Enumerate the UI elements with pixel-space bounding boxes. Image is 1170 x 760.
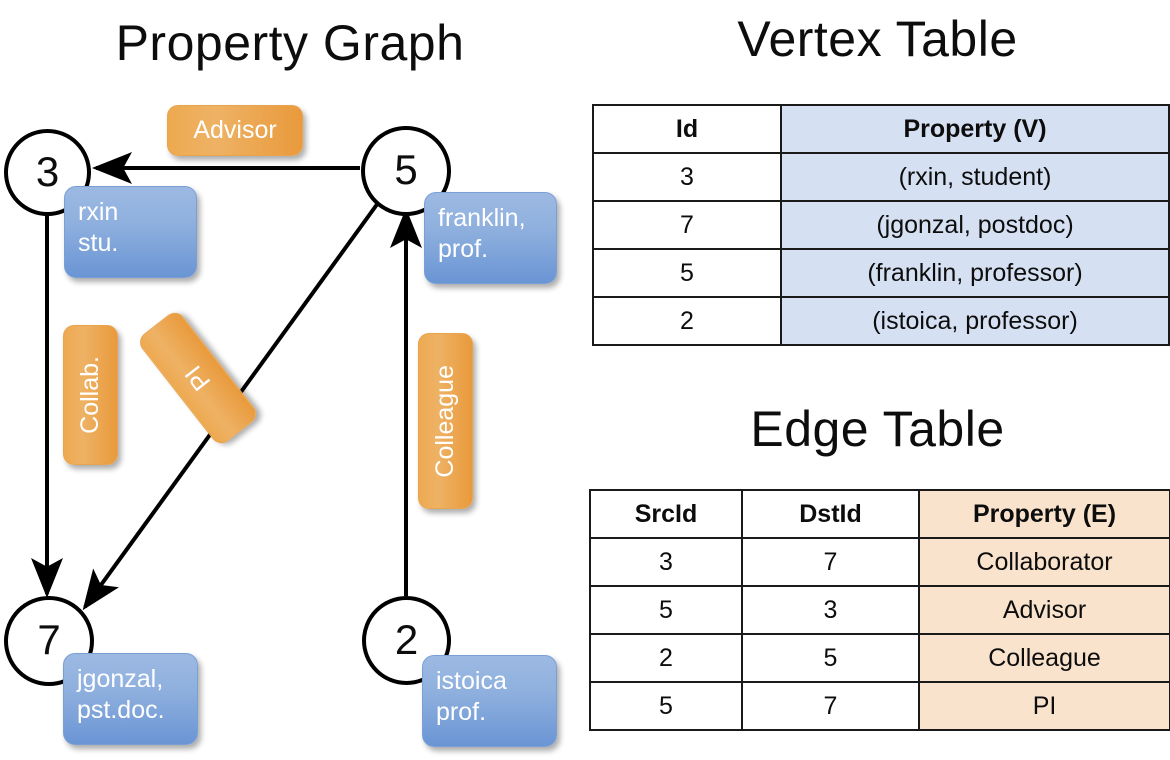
graph-node-2-label: 2 <box>394 615 419 663</box>
vertex-row-3-property: (istoica, professor) <box>780 296 1170 346</box>
node-property-franklin-line1: franklin, <box>438 204 526 232</box>
edge-property-pi-label: PI <box>179 360 216 397</box>
edge-row-3-src: 5 <box>589 681 743 731</box>
table-row[interactable]: 2 5 Colleague <box>589 633 1170 683</box>
edge-row-0-property: Collaborator <box>918 537 1170 587</box>
node-property-box-rxin: rxin stu. <box>64 186 197 278</box>
edge-table: SrcId DstId Property (E) 3 7 Collaborato… <box>589 489 1170 731</box>
graph-node-3-label: 3 <box>35 147 60 195</box>
edge-row-1-src: 5 <box>589 585 743 635</box>
graph-node-2[interactable]: 2 <box>362 596 451 685</box>
vertex-row-1-property: (jgonzal, postdoc) <box>780 200 1170 250</box>
node-property-box-jgonzal: jgonzal, pst.doc. <box>63 653 198 745</box>
edge-row-0-src: 3 <box>589 537 743 587</box>
table-row[interactable]: 5 7 PI <box>589 681 1170 731</box>
table-row[interactable]: 5 3 Advisor <box>589 585 1170 635</box>
vertex-row-2-id: 5 <box>592 248 782 298</box>
node-property-box-istoica: istoica prof. <box>422 655 557 747</box>
node-property-jgonzal-line2: pst.doc. <box>77 695 165 724</box>
table-row[interactable]: 2 (istoica, professor) <box>592 296 1170 346</box>
vertex-table-header-property: Property (V) <box>780 104 1170 154</box>
edge-table-header-row: SrcId DstId Property (E) <box>589 489 1170 539</box>
edge-table-header-property: Property (E) <box>918 489 1170 539</box>
property-graph-diagram: 3 5 7 2 rxin stu. franklin, prof. jgonza… <box>4 105 557 747</box>
edge-row-1-dst: 3 <box>741 585 920 635</box>
node-property-franklin-line2: prof. <box>438 234 489 263</box>
graph-node-5[interactable]: 5 <box>361 126 451 216</box>
vertex-row-2-property: (franklin, professor) <box>780 248 1170 298</box>
section-title-edge-table: Edge Table <box>750 401 1005 457</box>
page-title-property-graph: Property Graph <box>115 15 465 71</box>
table-row[interactable]: 5 (franklin, professor) <box>592 248 1170 298</box>
edge-row-2-property: Colleague <box>918 633 1170 683</box>
vertex-table-header-id: Id <box>592 104 782 154</box>
edge-table-header-srcid: SrcId <box>589 489 743 539</box>
edge-property-box-collab: Collab. <box>63 325 118 465</box>
edge-row-0-dst: 7 <box>741 537 920 587</box>
edge-property-box-colleague: Colleague <box>418 333 473 509</box>
node-property-istoica-line2: prof. <box>436 697 487 726</box>
edge-row-3-property: PI <box>918 681 1170 731</box>
edge-property-box-advisor: Advisor <box>167 105 303 156</box>
vertex-table-header-row: Id Property (V) <box>592 104 1170 154</box>
section-title-vertex-table: Vertex Table <box>737 11 1018 67</box>
node-property-istoica-line1: istoica <box>436 667 507 695</box>
edge-row-2-dst: 5 <box>741 633 920 683</box>
vertex-table: Id Property (V) 3 (rxin, student) 7 (jgo… <box>592 104 1170 346</box>
vertex-row-0-id: 3 <box>592 152 782 202</box>
graph-node-7-label: 7 <box>37 616 61 663</box>
vertex-row-3-id: 2 <box>592 296 782 346</box>
edge-row-3-dst: 7 <box>741 681 920 731</box>
node-property-jgonzal-line1: jgonzal, <box>77 665 164 693</box>
table-row[interactable]: 3 7 Collaborator <box>589 537 1170 587</box>
node-property-rxin-line2: stu. <box>78 228 119 257</box>
vertex-row-1-id: 7 <box>592 200 782 250</box>
edge-property-colleague-label: Colleague <box>431 364 459 478</box>
table-row[interactable]: 7 (jgonzal, postdoc) <box>592 200 1170 250</box>
node-property-box-franklin: franklin, prof. <box>424 192 557 284</box>
edge-property-collab-label: Collab. <box>76 356 104 434</box>
table-row[interactable]: 3 (rxin, student) <box>592 152 1170 202</box>
edge-row-2-src: 2 <box>589 633 743 683</box>
node-property-rxin-line1: rxin <box>78 198 119 226</box>
edge-table-header-dstid: DstId <box>741 489 920 539</box>
edge-property-advisor-label: Advisor <box>193 116 277 144</box>
edge-row-1-property: Advisor <box>918 585 1170 635</box>
graph-node-5-label: 5 <box>394 146 418 193</box>
vertex-row-0-property: (rxin, student) <box>780 152 1170 202</box>
